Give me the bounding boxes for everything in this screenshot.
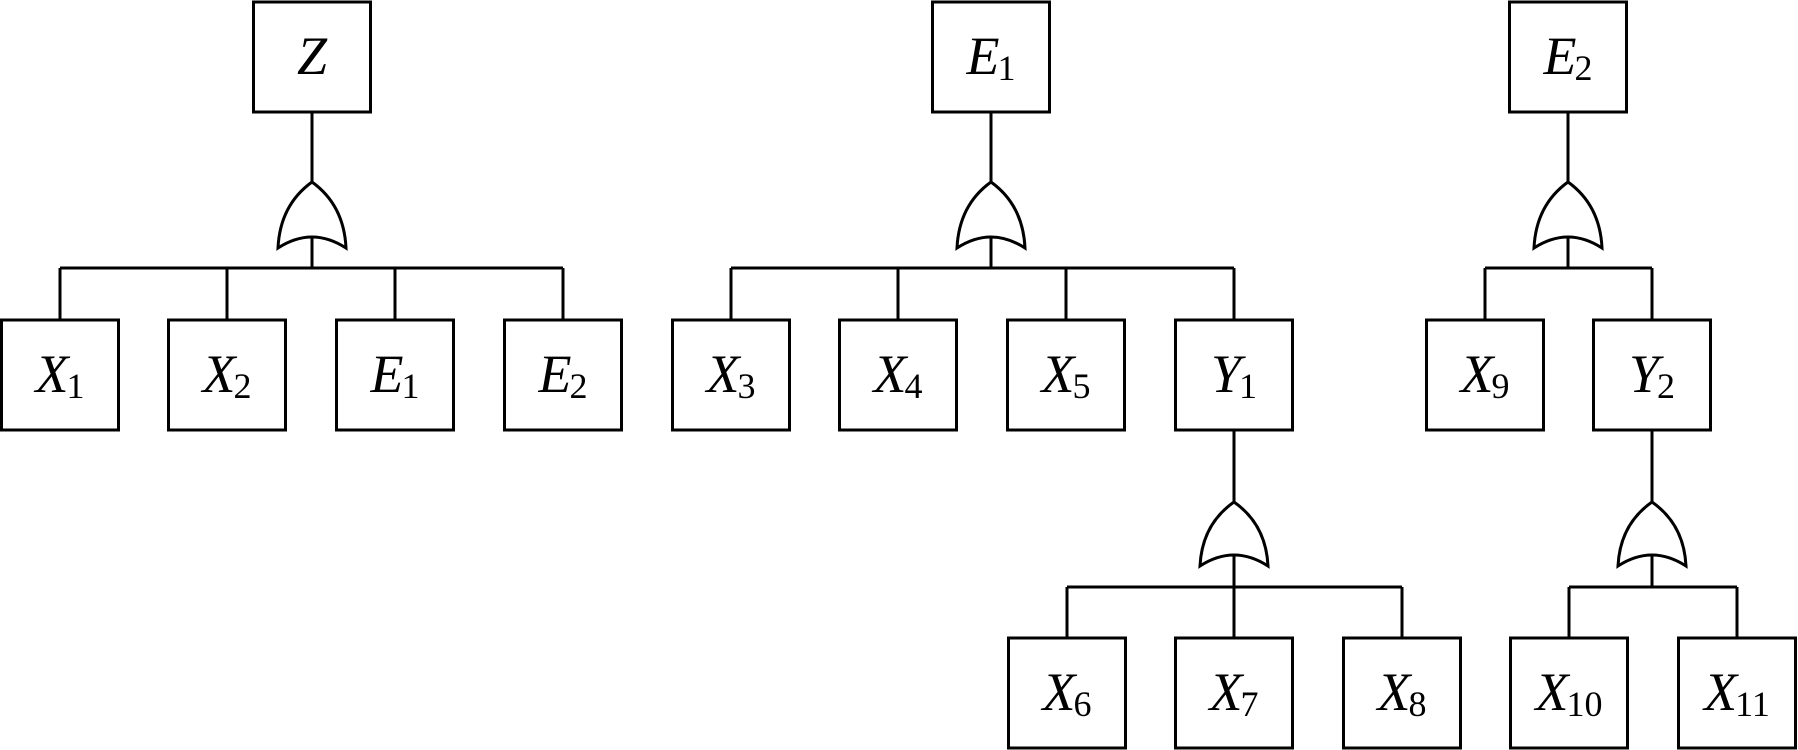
tree-z-child-x1: X1 [0, 318, 120, 432]
tree-z-child-e1-symbol: E [370, 344, 404, 404]
tree-z-child-e2: E2 [503, 318, 623, 432]
tree-e1-y1-child-x8-subscript: 8 [1409, 684, 1427, 724]
tree-e1-child-x5-subscript: 5 [1073, 366, 1091, 406]
tree-e1-child-x5: X5 [1006, 318, 1126, 432]
tree-e1-y1-child-x7-symbol: X [1208, 662, 1245, 722]
tree-e2-y2-child-x10: X10 [1509, 636, 1629, 750]
tree-z-child-e1-subscript: 1 [402, 366, 420, 406]
tree-e2-y2-child-x11-symbol: X [1702, 662, 1739, 722]
tree-e1-child-x4-box [838, 318, 958, 432]
tree-e1-child-x5-box [1006, 318, 1126, 432]
tree-e2-child-x9: X9 [1425, 318, 1545, 432]
tree-e1-y1-child-x7-box [1174, 636, 1294, 750]
tree-z-child-x2-label: X2 [201, 344, 252, 406]
tree-e1-root: E1 [931, 0, 1051, 114]
tree-e1-child-y1-symbol: Y [1211, 344, 1246, 404]
tree-e1-y1-child-x6-label: X6 [1041, 662, 1092, 724]
tree-z-child-x1-label: X1 [34, 344, 85, 406]
tree-e1-y1-child-x8-symbol: X [1376, 662, 1413, 722]
tree-e1-y1-child-x7: X7 [1174, 636, 1294, 750]
tree-e2-y2-child-x11-box [1677, 636, 1797, 750]
tree-z-child-x2-symbol: X [201, 344, 238, 404]
tree-z-child-e1: E1 [335, 318, 455, 432]
tree-e2-y2-child-x11: X11 [1677, 636, 1797, 750]
connector-lines [58, 112, 1739, 638]
tree-z-child-x2-subscript: 2 [234, 366, 252, 406]
tree-z-child-x1-box [0, 318, 120, 432]
tree-e2-y2-child-x11-label: X11 [1702, 662, 1770, 724]
tree-e1-root-symbol: E [966, 26, 1000, 86]
tree-z-or-gate [276, 180, 348, 251]
tree-e1-child-y1-box [1174, 318, 1294, 432]
tree-e1-child-x4-subscript: 4 [905, 366, 923, 406]
tree-e1-y1-child-x7-subscript: 7 [1241, 684, 1259, 724]
tree-e1-y1-child-x8-box [1342, 636, 1462, 750]
tree-e2-child-x9-subscript: 9 [1492, 366, 1510, 406]
tree-e1-child-x3-symbol: X [705, 344, 742, 404]
tree-e1-child-y1-subscript: 1 [1239, 366, 1257, 406]
tree-e1-y1-child-x8-label: X8 [1376, 662, 1427, 724]
tree-e1-child-x3-box [671, 318, 791, 432]
or-gates [276, 180, 1688, 569]
tree-e1-root-box [931, 0, 1051, 114]
tree-e2-y2-child-x11-subscript: 11 [1735, 684, 1770, 724]
tree-e2-root-label: E2 [1543, 26, 1593, 88]
tree-z-child-x2-box [167, 318, 287, 432]
tree-z-child-e1-box [335, 318, 455, 432]
tree-e2-y2-child-x10-box [1509, 636, 1629, 750]
tree-e2-y2-child-x10-label: X10 [1534, 662, 1603, 724]
tree-e2-child-y2-label: Y2 [1629, 344, 1675, 406]
tree-e1-y1-child-x6-symbol: X [1041, 662, 1078, 722]
tree-e2-child-x9-box [1425, 318, 1545, 432]
tree-e1-child-x5-label: X5 [1040, 344, 1091, 406]
tree-e2-child-y2-box [1592, 318, 1712, 432]
tree-e1-root-label: E1 [966, 26, 1016, 88]
tree-e2-child-y2: Y2 [1592, 318, 1712, 432]
tree-e1-y1-child-x8: X8 [1342, 636, 1462, 750]
tree-e2-y2-child-x10-subscript: 10 [1567, 684, 1603, 724]
tree-e1-y1-child-x6-box [1007, 636, 1127, 750]
tree-e1-child-x4: X4 [838, 318, 958, 432]
tree-e1-child-x3-subscript: 3 [738, 366, 756, 406]
tree-e1-child-y1-label: Y1 [1211, 344, 1257, 406]
tree-e2-root-box [1508, 0, 1628, 114]
tree-e2-child-x9-symbol: X [1459, 344, 1496, 404]
tree-e2-y2-or-gate [1616, 500, 1688, 569]
tree-e2-child-y2-subscript: 2 [1657, 366, 1675, 406]
tree-z-child-e2-label: E2 [538, 344, 588, 406]
tree-z-child-x2: X2 [167, 318, 287, 432]
tree-z-root-box [252, 0, 372, 114]
tree-e1-y1-child-x6-subscript: 6 [1074, 684, 1092, 724]
tree-z-child-e2-symbol: E [538, 344, 572, 404]
tree-z-child-x1-symbol: X [34, 344, 71, 404]
tree-e1-or-gate [955, 180, 1027, 251]
tree-z-root-symbol: Z [297, 26, 328, 86]
tree-z-child-x1-subscript: 1 [67, 366, 85, 406]
tree-e2-root-subscript: 2 [1575, 48, 1593, 88]
tree-e1-child-x5-symbol: X [1040, 344, 1077, 404]
tree-e1-child-x4-symbol: X [872, 344, 909, 404]
tree-e2-root: E2 [1508, 0, 1628, 114]
tree-e1-child-y1: Y1 [1174, 318, 1294, 432]
tree-z-root-label: Z [297, 26, 328, 86]
tree-e1-y1-child-x7-label: X7 [1208, 662, 1259, 724]
tree-e1-child-x3: X3 [671, 318, 791, 432]
tree-e1-root-subscript: 1 [998, 48, 1016, 88]
tree-e1-child-x4-label: X4 [872, 344, 923, 406]
tree-e2-or-gate [1532, 180, 1604, 251]
tree-e2-root-symbol: E [1543, 26, 1577, 86]
tree-z-child-e2-subscript: 2 [570, 366, 588, 406]
tree-z-child-e2-box [503, 318, 623, 432]
tree-z-root: Z [252, 0, 372, 114]
tree-z-child-e1-label: E1 [370, 344, 420, 406]
tree-e1-child-x3-label: X3 [705, 344, 756, 406]
tree-e2-child-y2-symbol: Y [1629, 344, 1664, 404]
tree-e2-y2-child-x10-symbol: X [1534, 662, 1571, 722]
tree-e1-y1-or-gate [1198, 500, 1270, 569]
tree-e1-y1-child-x6: X6 [1007, 636, 1127, 750]
tree-e2-child-x9-label: X9 [1459, 344, 1510, 406]
